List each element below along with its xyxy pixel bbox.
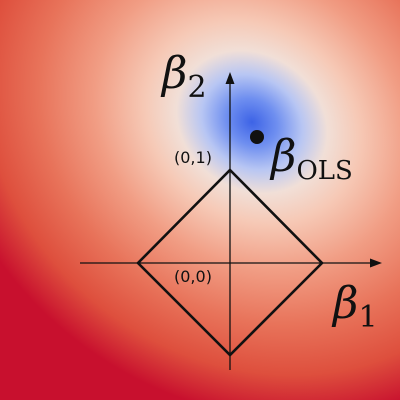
point-0-0-label: (0,0): [174, 267, 212, 286]
ols-point-icon: [250, 130, 264, 144]
y-axis-arrowhead-icon: [225, 72, 235, 84]
beta-ols-label: βOLS: [269, 131, 353, 186]
beta1-label: β1: [331, 278, 378, 335]
x-axis-arrowhead-icon: [370, 258, 382, 268]
beta2-label: β2: [160, 48, 207, 105]
l1-constraint-diamond: [136, 168, 324, 357]
point-0-1-label: (0,1): [174, 148, 212, 167]
